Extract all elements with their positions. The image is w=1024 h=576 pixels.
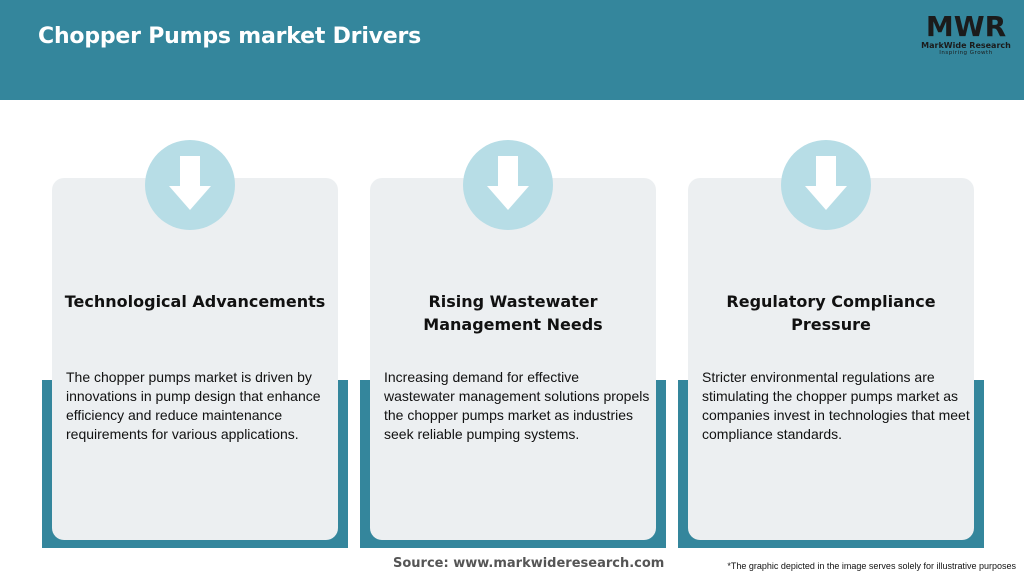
card-description: The chopper pumps market is driven by in…: [66, 369, 321, 442]
card-description: Increasing demand for effective wastewat…: [384, 369, 650, 442]
card-body: Regulatory Compliance Pressure Stricter …: [688, 178, 974, 540]
logo-tagline: Inspiring Growth: [939, 50, 993, 56]
source-link[interactable]: Source: www.markwideresearch.com: [393, 556, 665, 571]
card-title: Technological Advancements: [64, 292, 326, 311]
page-title: Chopper Pumps market Drivers: [38, 24, 422, 49]
card-title: Regulatory Compliance Pressure: [726, 292, 936, 334]
card-body: Technological Advancements The chopper p…: [52, 178, 338, 540]
logo-name: MarkWide Research: [921, 41, 1011, 50]
svg-text:MWR: MWR: [926, 10, 1006, 40]
disclaimer-note: *The graphic depicted in the image serve…: [727, 561, 1016, 571]
driver-card-3: Regulatory Compliance Pressure Stricter …: [678, 140, 984, 548]
driver-card-1: Technological Advancements The chopper p…: [42, 140, 348, 548]
header-banner: Chopper Pumps market Drivers MWR MarkWid…: [0, 0, 1024, 100]
down-arrow-icon: [781, 140, 871, 230]
markwide-logo[interactable]: MWR MarkWide Research Inspiring Growth: [918, 10, 1014, 60]
down-arrow-icon: [145, 140, 235, 230]
mwr-logo-icon: MWR: [926, 10, 1006, 40]
card-body: Rising Wastewater Management Needs Incre…: [370, 178, 656, 540]
card-title: Rising Wastewater Management Needs: [423, 292, 603, 334]
down-arrow-icon: [463, 140, 553, 230]
driver-card-2: Rising Wastewater Management Needs Incre…: [360, 140, 666, 548]
card-description: Stricter environmental regulations are s…: [702, 369, 970, 442]
